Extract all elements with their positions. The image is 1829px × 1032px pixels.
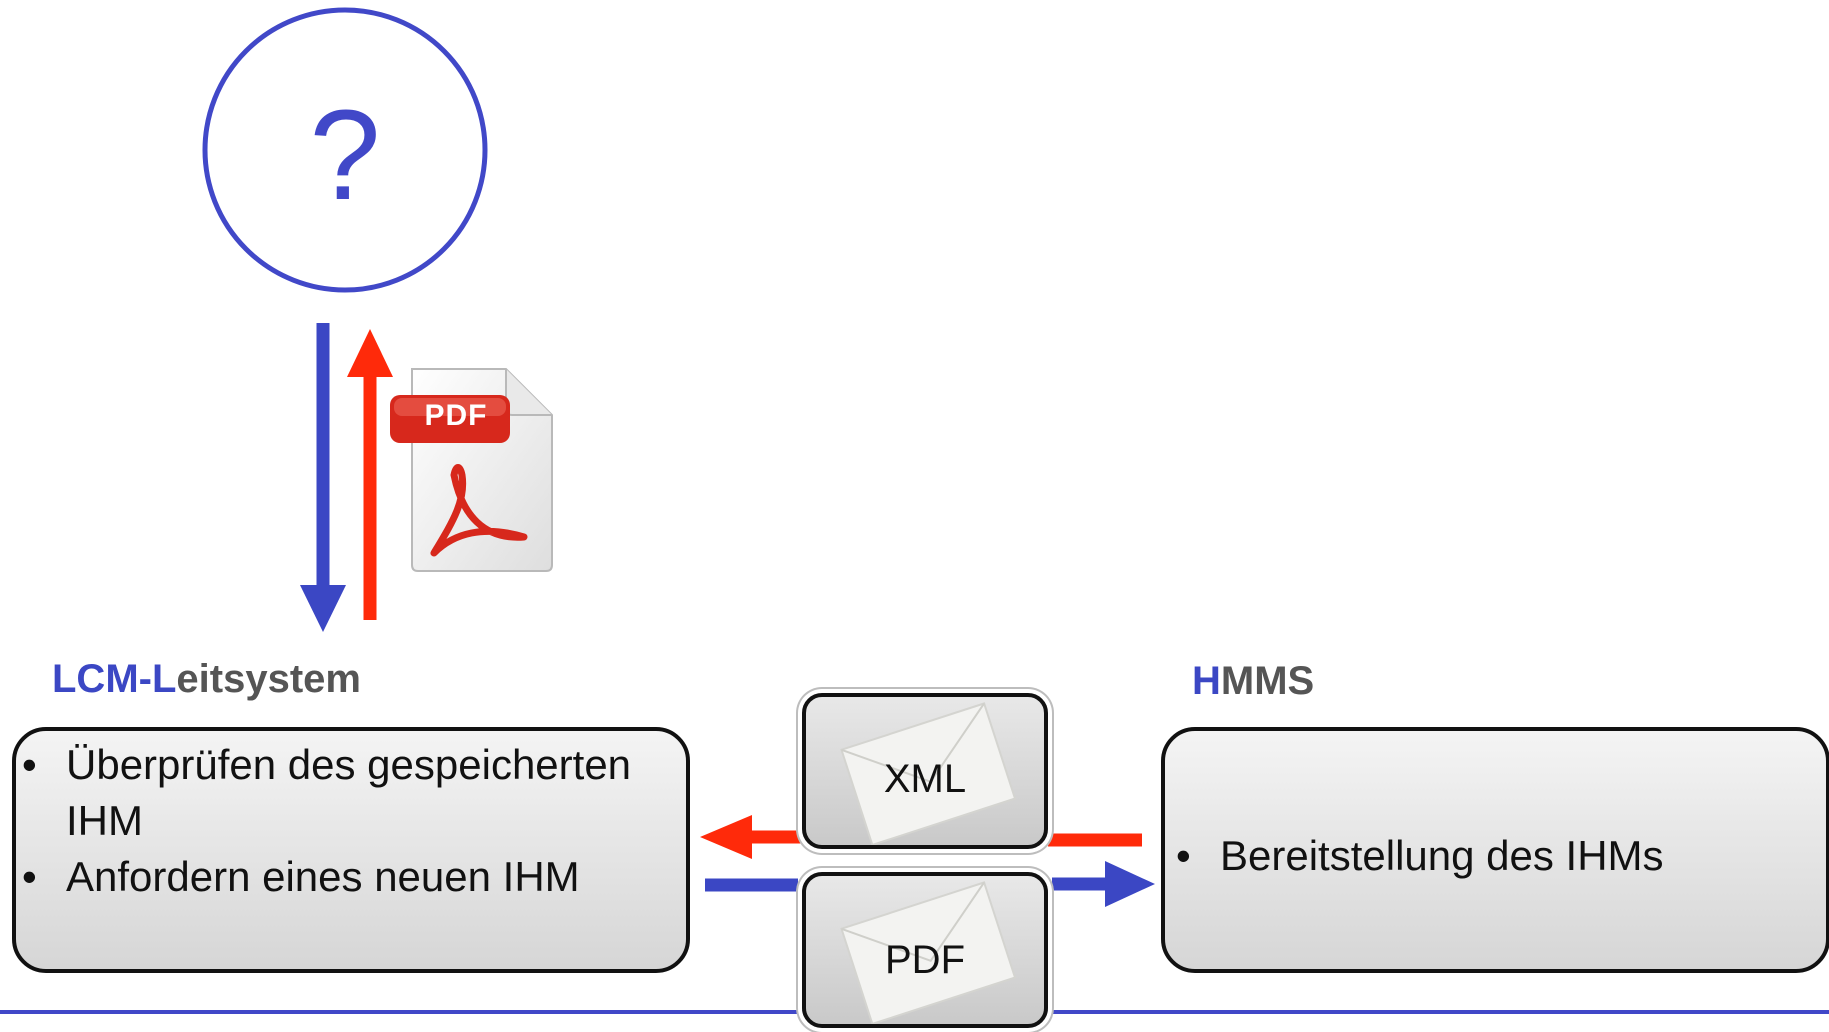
pdf-badge-label: PDF: [424, 399, 488, 432]
response-arrow-up: [347, 329, 393, 620]
envelope-icon: [840, 702, 1017, 845]
pdf-document-icon: PDF: [384, 365, 564, 575]
query-circle: [202, 7, 488, 293]
lcm-task-list: Überprüfen des gespeicherten IHM Anforde…: [12, 737, 682, 905]
hmms-task-provide: Bereitstellung des IHMs: [1166, 828, 1826, 884]
pdf-message-card: PDF: [802, 872, 1048, 1028]
hmms-title: HMMS: [1192, 659, 1315, 703]
question-mark: ?: [309, 84, 381, 227]
request-arrow-down: [300, 323, 346, 632]
lcm-task-check: Überprüfen des gespeicherten IHM: [12, 737, 682, 849]
envelope-icon: [840, 881, 1017, 1024]
pdf-label: PDF: [885, 938, 965, 982]
hmms-task-list: Bereitstellung des IHMs: [1166, 828, 1826, 884]
xml-return-arrow: [700, 815, 1142, 859]
lcm-title: LCM-Leitsystem: [52, 657, 361, 701]
pdf-send-arrow: [705, 861, 1155, 907]
lcm-task-request: Anfordern eines neuen IHM: [12, 849, 682, 905]
xml-message-card: XML: [802, 693, 1048, 849]
xml-label: XML: [883, 757, 967, 801]
